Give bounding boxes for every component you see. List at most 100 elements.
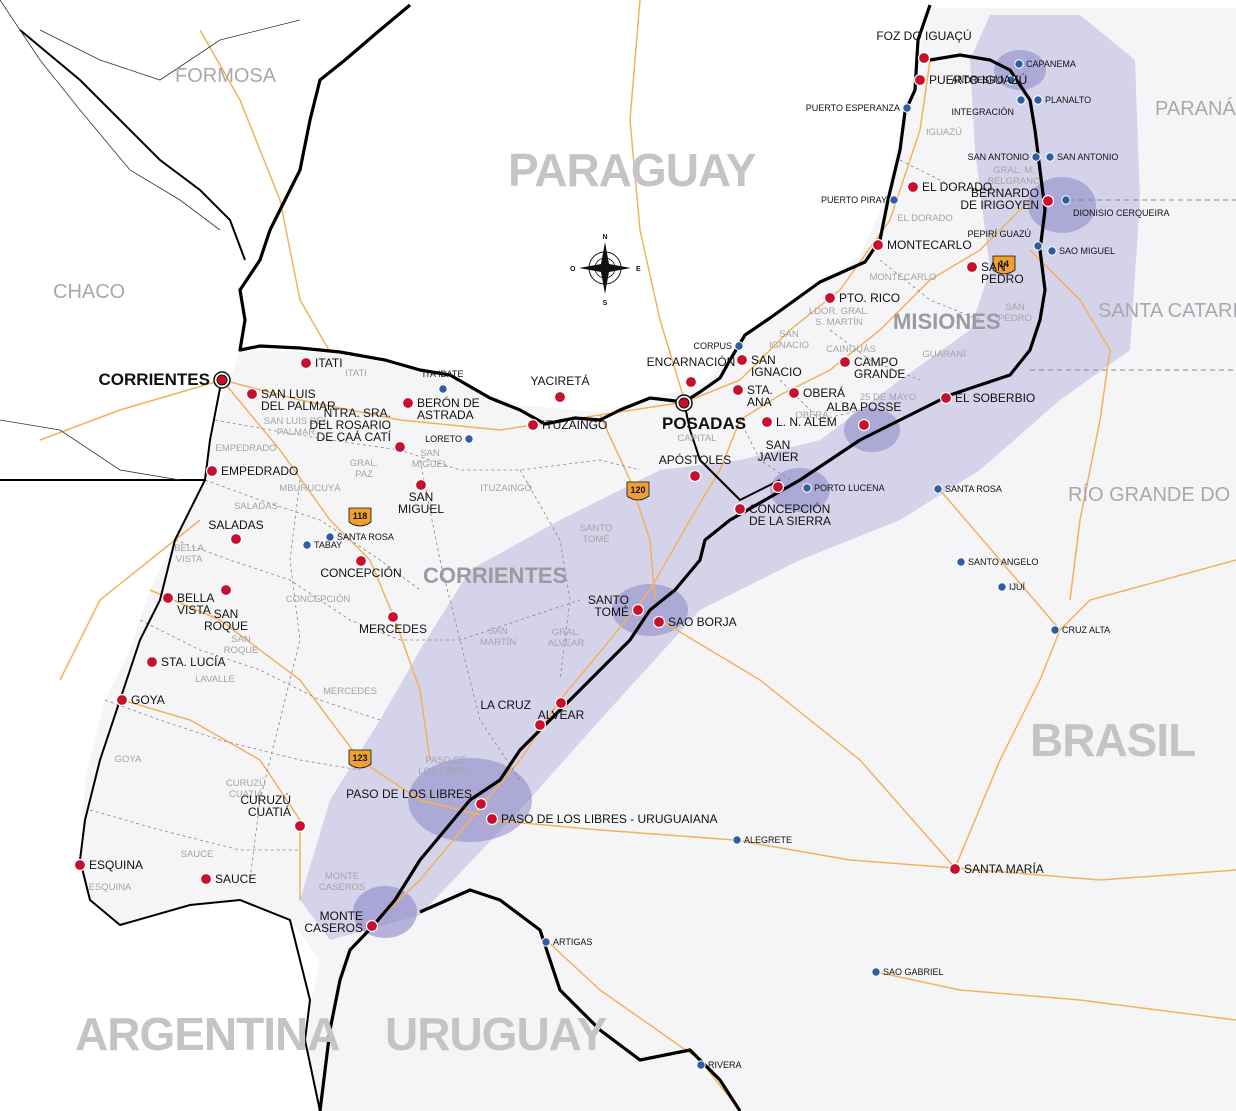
city-alba-posse[interactable]: ALBA POSSE	[827, 400, 902, 432]
locality-label: ARTIGAS	[553, 937, 592, 947]
city-concepcion[interactable]: CONCEPCIÓN	[320, 554, 402, 581]
locality-planalto[interactable]: PLANALTO	[1033, 95, 1091, 105]
department-label-monte-caseros: CASEROS	[319, 882, 365, 893]
locality-andresito[interactable]: ANDRESITO	[952, 75, 1016, 85]
road-br-a	[489, 819, 1236, 881]
city-paso-de-los-libres-uruguaiana[interactable]: PASO DE LOS LIBRES - URUGUAIANA	[485, 812, 718, 826]
locality-san-antonio-br[interactable]: SAN ANTONIO	[1045, 152, 1119, 162]
city-apostoles[interactable]: APÓSTOLES	[659, 452, 731, 483]
locality-sao-gabriel[interactable]: SAO GABRIEL	[871, 967, 944, 977]
country-brasil: BRASIL	[1030, 714, 1195, 766]
city-sta-ana[interactable]: STA.ANA	[731, 383, 773, 409]
city-posadas[interactable]: POSADAS	[662, 394, 746, 433]
locality-pepiri-guazu[interactable]: PEPIRÍ GUAZÚ	[967, 229, 1043, 251]
city-label: MONTE	[320, 909, 363, 923]
locality-santa-rosa-br[interactable]: SANTA ROSA	[933, 484, 1002, 494]
road-ar-14	[371, 199, 1031, 926]
locality-marker-icon	[464, 434, 474, 444]
city-empedrado[interactable]: EMPEDRADO	[205, 464, 299, 478]
corridor-main	[300, 15, 1140, 940]
city-alvear[interactable]: ALVEAR	[538, 696, 585, 723]
city-marker-icon	[631, 603, 645, 617]
locality-santa-rosa-ar[interactable]: SANTA ROSA	[325, 532, 394, 542]
locality-tabay[interactable]: TABAY	[302, 540, 342, 550]
locality-capanema[interactable]: CAPANEMA	[1014, 59, 1076, 69]
city-marker-icon	[414, 478, 428, 492]
road-py-1	[629, 0, 686, 403]
locality-corpus[interactable]: CORPUS	[693, 341, 744, 351]
city-label: SAUCE	[215, 872, 256, 886]
locality-porto-lucena[interactable]: PORTO LUCENA	[802, 483, 885, 493]
locality-dionisio-cerqueira[interactable]: DIONISIO CERQUEIRA	[1061, 195, 1170, 218]
locality-cruz-alta[interactable]: CRUZ ALTA	[1050, 625, 1110, 635]
department-label-bella-vista: BELLA	[174, 543, 204, 554]
locality-puerto-esperanza[interactable]: PUERTO ESPERANZA	[806, 103, 912, 113]
city-sta-lucia[interactable]: STA. LUCÍA	[145, 654, 226, 669]
city-el-soberbio[interactable]: EL SOBERBIO	[939, 391, 1036, 405]
locality-marker-icon	[1061, 195, 1071, 205]
locality-ita-ibate[interactable]: ITA IBATE	[423, 369, 464, 394]
locality-santo-angelo[interactable]: SANTO ANGELO	[956, 557, 1039, 567]
locality-san-antonio-ar[interactable]: SAN ANTONIO	[968, 152, 1041, 162]
city-ln-alem[interactable]: L. N. ALEM	[760, 415, 837, 429]
locality-ijui[interactable]: IJUÍ	[997, 582, 1026, 592]
city-marker-icon	[354, 554, 368, 568]
locality-integracion[interactable]: INTEGRACIÓN	[951, 95, 1026, 117]
city-label: PASO DE LOS LIBRES - URUGUAIANA	[501, 812, 718, 826]
city-saladas[interactable]: SALADAS	[208, 518, 264, 546]
city-marker-icon	[553, 390, 567, 404]
city-santa-maria[interactable]: SANTA MARÍA	[948, 861, 1044, 876]
locality-alegrete[interactable]: ALEGRETE	[732, 835, 792, 845]
city-esquina[interactable]: ESQUINA	[73, 858, 144, 872]
route-shield-118: 118	[348, 507, 372, 527]
city-sauce[interactable]: SAUCE	[199, 872, 257, 886]
city-yacireta[interactable]: YACIRETÁ	[530, 373, 590, 404]
locality-artigas[interactable]: ARTIGAS	[541, 937, 593, 947]
road-ar-120	[599, 414, 656, 601]
city-corrientes[interactable]: CORRIENTES	[99, 370, 231, 389]
country-argentina: ARGENTINA	[75, 1008, 339, 1060]
locality-label: SANTO ANGELO	[968, 557, 1038, 567]
city-sao-borja[interactable]: SAO BORJA	[652, 615, 737, 629]
city-ituzaingo[interactable]: ITUZAINGÓ	[526, 417, 608, 432]
city-label: STA.	[747, 383, 773, 397]
city-la-cruz[interactable]: LA CRUZ	[480, 698, 547, 732]
city-puerto-iguazu[interactable]: PUERTO IGUAZÚ	[913, 72, 1028, 87]
city-foz-do-iguacu[interactable]: FOZ DO IGUAÇÚ	[876, 28, 972, 65]
locality-sao-miguel[interactable]: SAO MIGUEL	[1047, 246, 1115, 256]
city-el-dorado[interactable]: EL DORADO	[906, 180, 993, 194]
locality-puerto-piray[interactable]: PUERTO PIRAY	[821, 195, 899, 205]
city-obera[interactable]: OBERÁ	[787, 385, 846, 400]
city-goya[interactable]: GOYA	[115, 693, 165, 707]
department-label-mercedes: MERCEDES	[323, 686, 377, 697]
locality-loreto[interactable]: LORETO	[425, 434, 474, 444]
department-label-curuzu-cuatia: CURUZÚ	[226, 778, 266, 789]
department-label-san-roque: ROQUE	[224, 645, 259, 656]
city-montecarlo[interactable]: MONTECARLO	[871, 238, 972, 252]
city-itati[interactable]: ITATI	[299, 356, 343, 370]
city-encarnacion[interactable]: ENCARNACIÓN	[647, 354, 736, 389]
city-paso-de-los-libres[interactable]: PASO DE LOS LIBRES	[346, 787, 488, 811]
city-label: ROQUE	[204, 619, 248, 633]
city-pto-rico[interactable]: PTO. RICO	[823, 291, 901, 305]
city-mercedes[interactable]: MERCEDES	[359, 610, 427, 637]
locality-rivera[interactable]: RIVERA	[696, 1060, 742, 1070]
locality-marker-icon	[1014, 59, 1024, 69]
